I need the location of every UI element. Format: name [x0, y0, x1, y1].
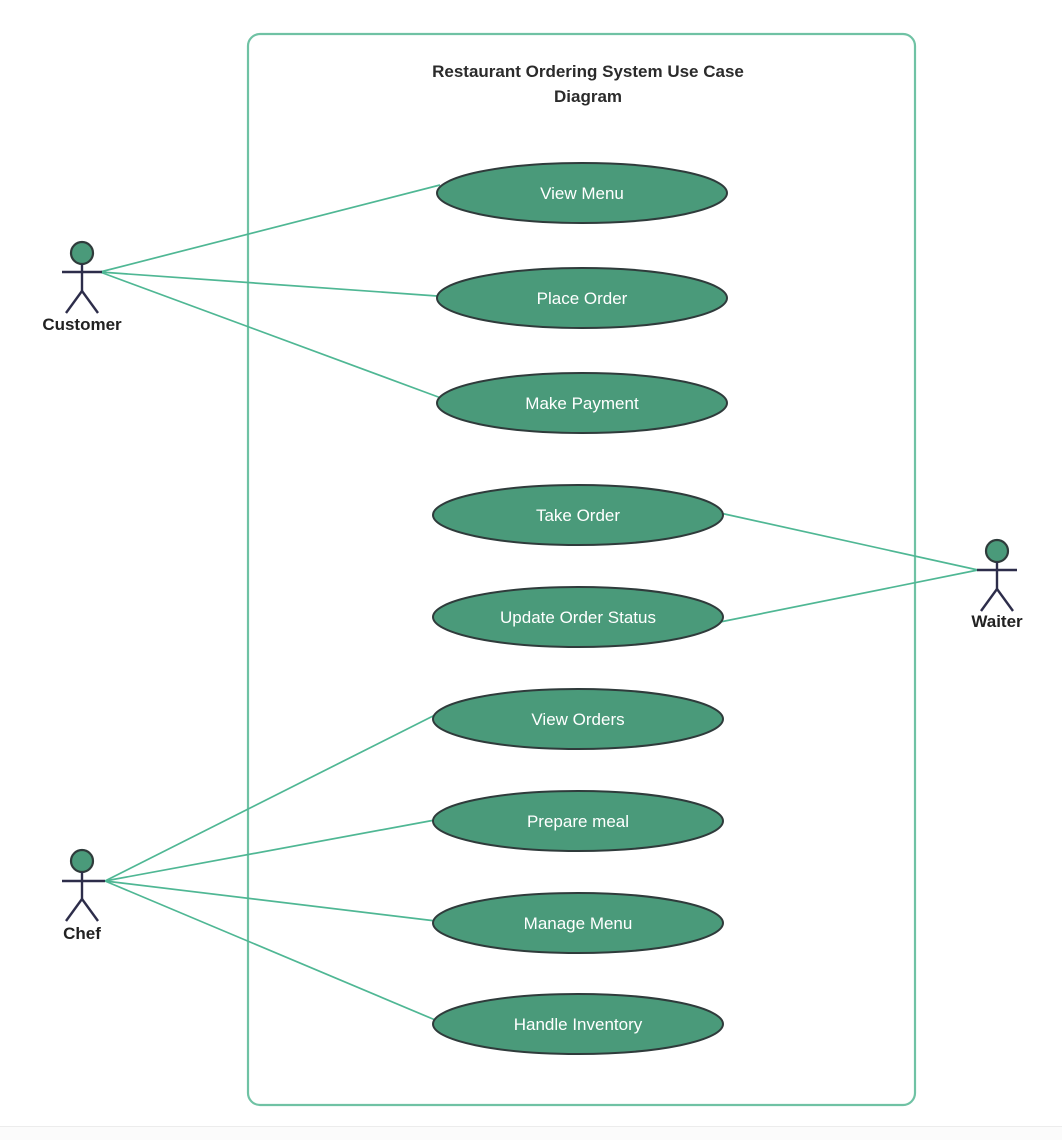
actor-label: Customer — [42, 315, 122, 334]
use-case-ellipse[interactable] — [432, 484, 724, 546]
actor-customer[interactable]: Customer — [42, 240, 122, 334]
actor-head-icon — [69, 848, 95, 874]
use-case-label: Handle Inventory — [514, 1015, 643, 1034]
actor-right-leg-line — [996, 588, 1014, 612]
use-case-ellipse[interactable] — [432, 688, 724, 750]
association-customer-make-payment[interactable] — [99, 271, 442, 399]
actor-right-leg-line — [81, 898, 99, 922]
use-case-view-orders[interactable]: View Orders — [432, 688, 724, 750]
page-bottom-edge — [0, 1126, 1062, 1140]
use-case-manage-menu[interactable]: Manage Menu — [432, 892, 724, 954]
use-case-label: View Orders — [531, 710, 624, 729]
use-case-label: Take Order — [536, 506, 620, 525]
actor-label: Chef — [63, 924, 101, 943]
use-case-place-order[interactable]: Place Order — [436, 267, 728, 329]
use-case-take-order[interactable]: Take Order — [432, 484, 724, 546]
use-case-ellipse[interactable] — [436, 372, 728, 434]
actors-layer: Customer Waiter Chef — [42, 240, 1023, 943]
use-case-ellipse[interactable] — [432, 790, 724, 852]
system-boundary — [246, 32, 917, 1107]
use-case-view-menu[interactable]: View Menu — [436, 162, 728, 224]
use-case-label: Make Payment — [525, 394, 639, 413]
use-case-ellipse[interactable] — [432, 892, 724, 954]
actor-left-leg-line — [65, 898, 83, 922]
use-case-label: Place Order — [537, 289, 628, 308]
diagram-title: Restaurant Ordering System Use Case Diag… — [432, 62, 744, 106]
actor-left-leg-line — [980, 588, 998, 612]
use-case-label: View Menu — [540, 184, 624, 203]
actor-chef[interactable]: Chef — [62, 848, 105, 943]
association-waiter-update-order-status[interactable] — [719, 569, 979, 623]
association-customer-place-order[interactable] — [99, 271, 438, 297]
association-chef-prepare-meal[interactable] — [104, 819, 436, 882]
use-case-ellipse[interactable] — [436, 267, 728, 329]
use-cases-layer: View Menu Place Order Make Payment Take … — [432, 162, 728, 1055]
association-waiter-take-order[interactable] — [719, 512, 979, 571]
use-case-ellipse[interactable] — [432, 586, 724, 648]
actor-head-icon — [984, 538, 1010, 564]
use-case-ellipse[interactable] — [436, 162, 728, 224]
actor-head-icon — [69, 240, 95, 266]
use-case-handle-inventory[interactable]: Handle Inventory — [432, 993, 724, 1055]
use-case-label: Prepare meal — [527, 812, 629, 831]
associations-layer — [99, 184, 979, 1023]
actor-right-leg-line — [81, 290, 99, 314]
use-case-ellipse[interactable] — [432, 993, 724, 1055]
use-case-prepare-meal[interactable]: Prepare meal — [432, 790, 724, 852]
association-chef-manage-menu[interactable] — [104, 880, 437, 922]
use-case-make-payment[interactable]: Make Payment — [436, 372, 728, 434]
diagram-title-line1: Restaurant Ordering System Use Case — [432, 62, 744, 81]
association-chef-view-orders[interactable] — [104, 713, 438, 882]
use-case-label: Manage Menu — [524, 914, 633, 933]
actor-waiter[interactable]: Waiter — [971, 538, 1023, 631]
association-chef-handle-inventory[interactable] — [104, 880, 441, 1023]
use-case-update-order-status[interactable]: Update Order Status — [432, 586, 724, 648]
actor-label: Waiter — [971, 612, 1023, 631]
actor-left-leg-line — [65, 290, 83, 314]
diagram-title-line2: Diagram — [554, 87, 622, 106]
use-case-label: Update Order Status — [500, 608, 656, 627]
association-customer-view-menu[interactable] — [99, 184, 441, 273]
